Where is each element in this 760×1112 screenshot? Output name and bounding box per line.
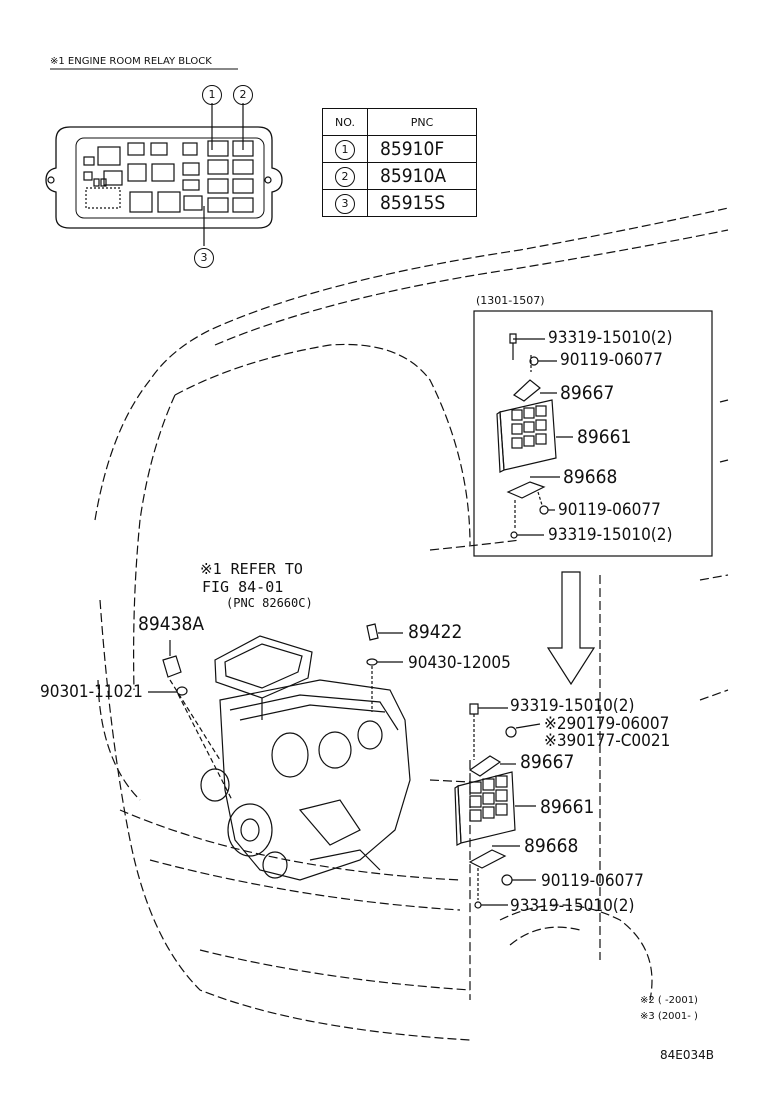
row-no: 2 bbox=[335, 167, 355, 187]
part-label: 90119-06077 bbox=[541, 871, 644, 891]
part-label: ※290179-06007 bbox=[544, 714, 670, 734]
pnc-table-row: 1 85910F bbox=[322, 135, 477, 163]
footnote-2: ※2 ( -2001) bbox=[640, 995, 698, 1006]
relay-block-drawing bbox=[45, 68, 283, 246]
part-label: 89667 bbox=[520, 751, 575, 773]
part-label: 89422 bbox=[408, 621, 463, 643]
down-arrow bbox=[546, 571, 596, 686]
pnc-table-header: NO. PNC bbox=[322, 108, 477, 136]
part-label: 90430-12005 bbox=[408, 653, 511, 673]
part-label: 89661 bbox=[540, 796, 595, 818]
part-label: 90301-11021 bbox=[40, 682, 143, 702]
callout-1: 1 bbox=[202, 83, 222, 105]
callout-2: 2 bbox=[233, 83, 253, 105]
pnc-table-row: 2 85910A bbox=[322, 162, 477, 190]
pnc-table-row: 3 85915S bbox=[322, 189, 477, 217]
part-label: 89667 bbox=[560, 382, 615, 404]
refer-note-line2: FIG 84-01 bbox=[202, 578, 284, 596]
refer-note-line3: (PNC 82660C) bbox=[226, 596, 313, 610]
part-label: 93319-15010(2) bbox=[510, 896, 635, 916]
van-body-outline bbox=[94, 207, 729, 1041]
header-no: NO. bbox=[322, 108, 368, 136]
lower-ecu-drawing bbox=[454, 703, 541, 909]
row-no: 1 bbox=[335, 140, 355, 160]
part-label: 90119-06077 bbox=[560, 350, 663, 370]
part-label: 89668 bbox=[524, 835, 579, 857]
part-label: 89668 bbox=[563, 466, 618, 488]
part-label: 93319-15010(2) bbox=[510, 696, 635, 716]
part-label: 90119-06077 bbox=[558, 500, 661, 520]
engine-drawing bbox=[200, 635, 411, 881]
part-label: 93319-15010(2) bbox=[548, 328, 673, 348]
part-label: 89438A bbox=[138, 613, 205, 635]
refer-note-line1: ※1 REFER TO bbox=[200, 560, 303, 578]
sensor-drawings bbox=[148, 623, 403, 801]
footnote-3: ※3 (2001- ) bbox=[640, 1011, 698, 1022]
header-pnc: PNC bbox=[367, 108, 477, 136]
row-pnc: 85915S bbox=[367, 189, 477, 217]
pnc-table: NO. PNC 1 85910F 2 85910A 3 85915S bbox=[322, 108, 477, 217]
part-label: 89661 bbox=[577, 426, 632, 448]
inset-frame bbox=[473, 310, 713, 557]
part-label: 93319-15010(2) bbox=[548, 525, 673, 545]
part-label: ※390177-C0021 bbox=[544, 731, 671, 751]
relay-block-label: ※1 ENGINE ROOM RELAY BLOCK bbox=[50, 56, 212, 67]
row-pnc: 85910F bbox=[367, 135, 477, 163]
row-pnc: 85910A bbox=[367, 162, 477, 190]
row-no: 3 bbox=[335, 194, 355, 214]
figure-id: 84E034B bbox=[660, 1048, 714, 1062]
inset-range-label: (1301-1507) bbox=[476, 294, 545, 307]
inset-ecu-drawing bbox=[496, 333, 573, 539]
callout-3: 3 bbox=[194, 246, 214, 268]
